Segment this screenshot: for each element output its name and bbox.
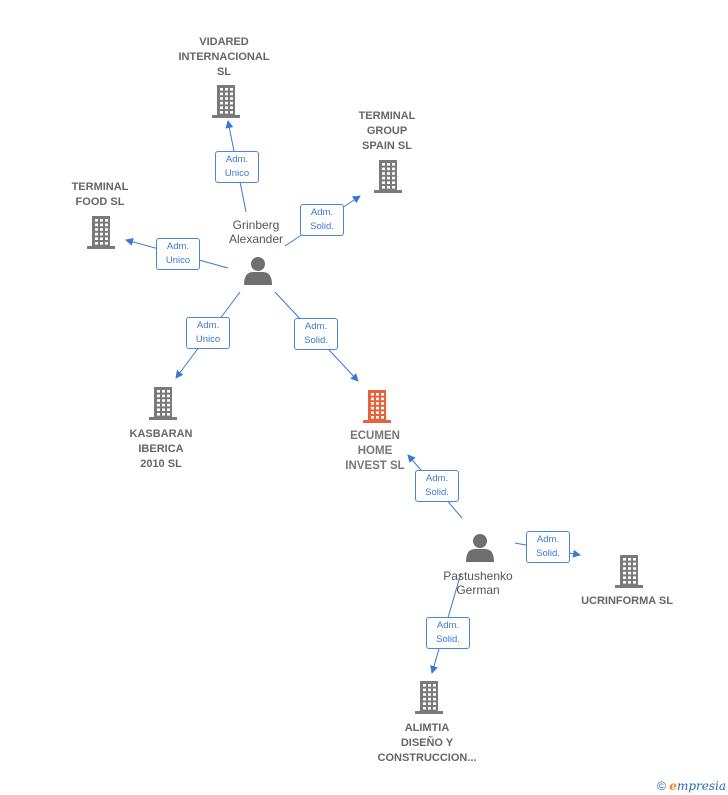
company-name[interactable]: VIDARED INTERNACIONAL SL xyxy=(178,36,270,78)
building-icon[interactable] xyxy=(415,681,443,714)
brand-logo: empresia xyxy=(669,779,726,793)
person-icon[interactable] xyxy=(466,534,494,562)
copyright-symbol: © xyxy=(657,779,666,793)
company-name[interactable]: ALIMTIA DISEÑO Y CONSTRUCCION... xyxy=(377,722,477,764)
person-name[interactable]: Pastushenko German xyxy=(443,569,513,597)
building-icon[interactable] xyxy=(87,216,115,249)
company-name[interactable]: TERMINAL GROUP SPAIN SL xyxy=(358,110,416,152)
person-icon[interactable] xyxy=(244,257,272,285)
person-name[interactable]: Grinberg Alexander xyxy=(228,218,284,246)
role-label[interactable]: Adm. Unico xyxy=(156,238,200,270)
company-name[interactable]: TERMINAL FOOD SL xyxy=(71,181,129,208)
role-label[interactable]: Adm. Unico xyxy=(186,317,230,349)
role-label[interactable]: Adm. Solid. xyxy=(294,318,338,350)
company-name[interactable]: UCRINFORMA SL xyxy=(581,595,673,607)
company-name[interactable]: KASBARAN IBERICA 2010 SL xyxy=(129,428,193,470)
company-name[interactable]: ECUMEN HOME INVEST SL xyxy=(345,430,405,472)
building-icon[interactable] xyxy=(149,387,177,420)
building-icon[interactable] xyxy=(615,555,643,588)
role-label[interactable]: Adm. Unico xyxy=(215,151,259,183)
role-label[interactable]: Adm. Solid. xyxy=(426,617,470,649)
building-icon[interactable] xyxy=(374,160,402,193)
footer-credit[interactable]: © empresia xyxy=(657,779,726,793)
building-icon[interactable] xyxy=(212,85,240,118)
building-icon[interactable] xyxy=(363,390,391,423)
role-label[interactable]: Adm. Solid. xyxy=(415,470,459,502)
role-label[interactable]: Adm. Solid. xyxy=(300,204,344,236)
role-label[interactable]: Adm. Solid. xyxy=(526,531,570,563)
